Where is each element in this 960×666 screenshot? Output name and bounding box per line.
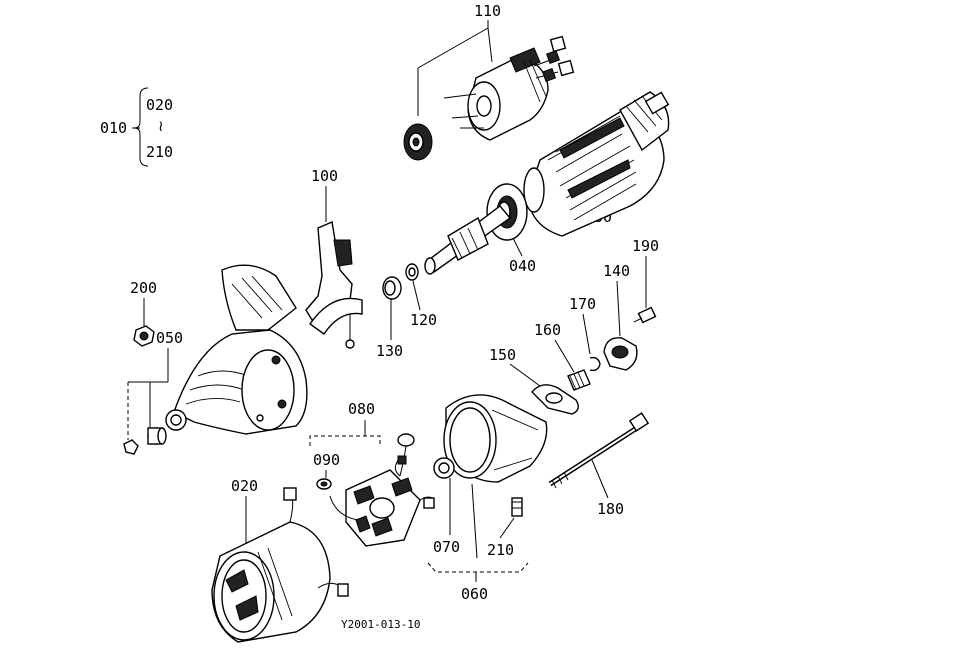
label-090: 090 [313,451,340,469]
label-200: 200 [130,279,157,297]
label-120: 120 [410,311,437,329]
through-bolt-180 [548,412,650,489]
label-010: 010 [100,119,127,137]
nut-200 [133,325,155,347]
clip-170 [589,356,601,372]
label-160: 160 [534,321,561,339]
cover-140 [603,337,638,371]
bushing-050 [147,427,167,445]
label-110: 110 [474,2,501,20]
label-060: 060 [461,585,488,603]
cap-050 [123,439,139,455]
label-180: 180 [597,500,624,518]
part-labels: 010 020 ≀ 210 110 100 030 040 120 130 20… [100,2,659,631]
bushing-130 [382,276,402,300]
bushing-070 [433,457,455,479]
drive-end-frame-050 [165,264,308,435]
label-020: 020 [231,477,258,495]
figure-code: Y2001-013-10 [341,618,420,631]
gasket-150 [531,384,579,415]
label-080: 080 [348,400,375,418]
washer-120 [405,263,419,281]
group-bracket-010 [132,87,149,167]
label-130: 130 [376,342,403,360]
label-170: 170 [569,295,596,313]
spring-160 [567,369,591,391]
label-020-range-start: 020 [146,96,173,114]
label-050: 050 [156,329,183,347]
brush-holder-080 [329,433,435,547]
magnetic-switch-110 [403,35,575,161]
label-210-range-end: 210 [146,143,173,161]
armature-030 [523,91,670,237]
lever-100 [305,221,363,349]
shaft-and-pinion-040 [424,183,528,275]
label-210: 210 [487,541,514,559]
brush-spring-090 [316,478,332,490]
label-190: 190 [632,237,659,255]
label-range-tilde: ≀ [158,117,164,135]
leader-lines [127,20,647,582]
label-100: 100 [311,167,338,185]
label-140: 140 [603,262,630,280]
label-070: 070 [433,538,460,556]
screw-190 [633,306,657,324]
pin-210 [511,497,523,517]
label-040: 040 [509,257,536,275]
label-150: 150 [489,346,516,364]
rear-end-frame-060 [443,394,548,483]
yoke-020 [211,487,349,643]
